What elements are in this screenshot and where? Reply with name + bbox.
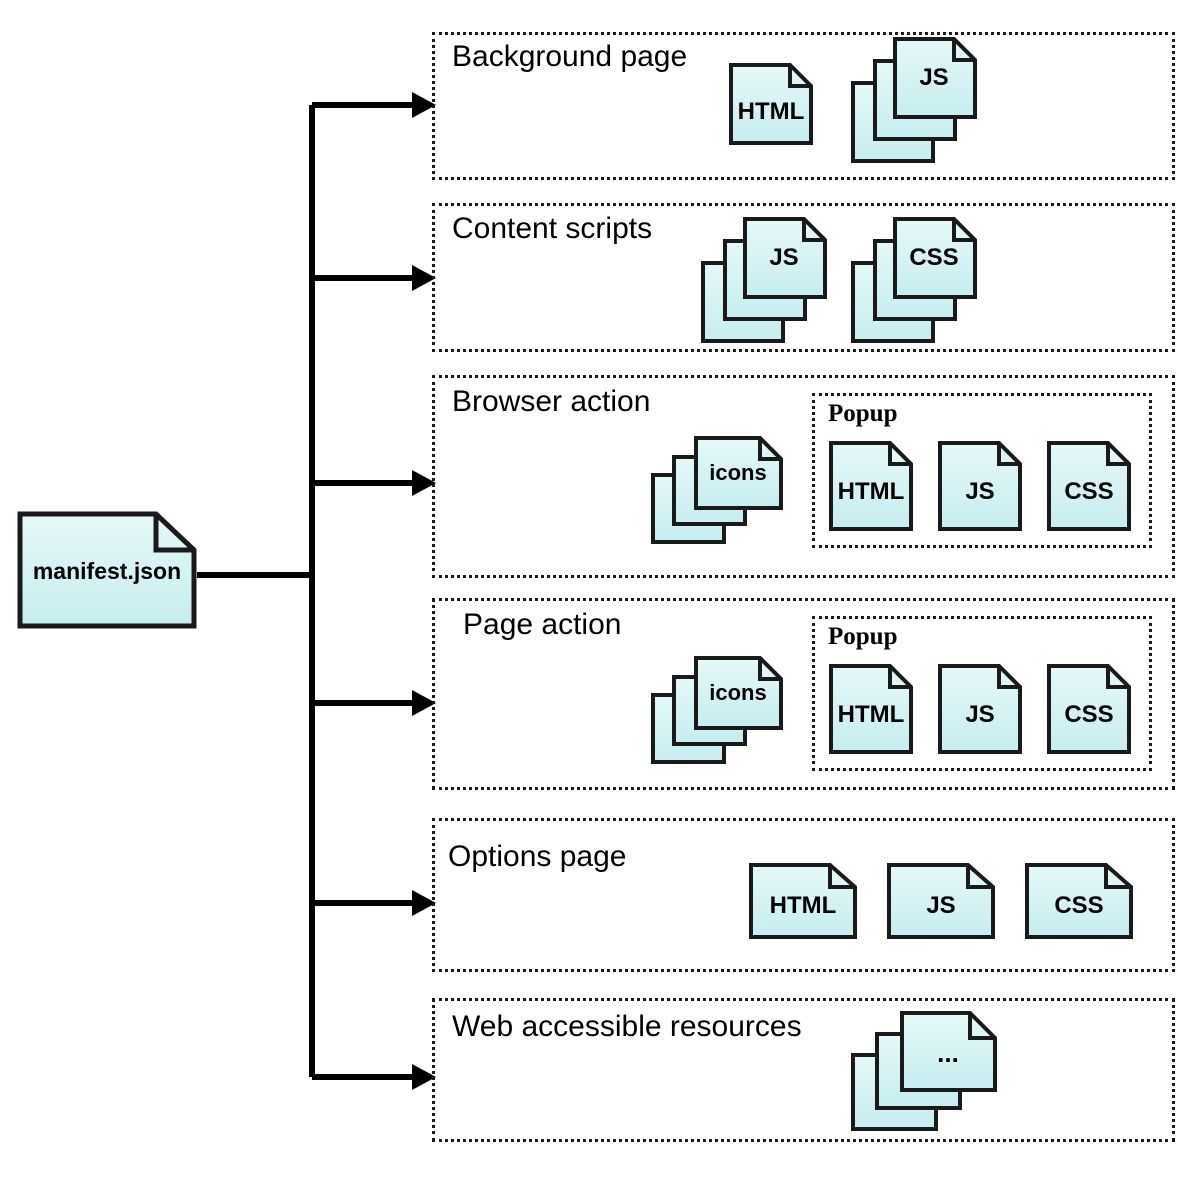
popup-title-page-action: Popup [828, 623, 898, 650]
section-options-page[interactable] [432, 818, 1175, 972]
file-css-icon-browser-popup[interactable]: CSS [1046, 440, 1132, 532]
file-js-icon-options[interactable]: JS [886, 862, 996, 940]
file-css-stack-icon-content[interactable]: CSS [850, 216, 980, 344]
manifest-json-label: manifest.json [32, 558, 182, 584]
popup-box-browser-action[interactable] [812, 393, 1152, 548]
file-js-stack-icon-background[interactable]: JS [850, 36, 980, 164]
file-html-icon-background[interactable]: HTML [728, 62, 814, 146]
file-icons-stack-icon [651, 436, 783, 544]
file-js-icon [938, 664, 1022, 754]
file-html-icon-browser-popup[interactable]: HTML [828, 440, 914, 532]
section-background-page[interactable] [432, 32, 1175, 180]
file-css-icon [1025, 863, 1133, 939]
file-js-icon [938, 441, 1022, 531]
file-ellipsis-stack-icon [851, 1011, 997, 1131]
file-icons-stack-icon-browser[interactable]: icons [650, 435, 790, 545]
section-title-web-accessible-resources: Web accessible resources [452, 1010, 802, 1043]
file-html-icon [829, 664, 913, 754]
section-title-content-scripts: Content scripts [452, 212, 653, 245]
section-browser-action[interactable] [432, 375, 1175, 578]
section-title-page-action: Page action [463, 608, 622, 641]
file-js-stack-icon [701, 217, 827, 343]
file-html-icon [729, 63, 813, 145]
file-html-icon-options[interactable]: HTML [748, 862, 858, 940]
section-page-action[interactable] [432, 598, 1175, 790]
file-icons-stack-icon-page[interactable]: icons [650, 655, 790, 765]
file-html-icon-page-popup[interactable]: HTML [828, 663, 914, 755]
popup-box-page-action[interactable] [812, 616, 1152, 771]
section-title-background-page: Background page [452, 40, 688, 73]
file-html-icon [749, 863, 857, 939]
section-title-browser-action: Browser action [452, 385, 651, 418]
popup-title-browser-action: Popup [828, 400, 898, 427]
section-content-scripts[interactable] [432, 203, 1175, 352]
file-html-icon [829, 441, 913, 531]
file-js-stack-icon [851, 37, 977, 163]
file-js-icon [887, 863, 995, 939]
file-js-icon-browser-popup[interactable]: JS [937, 440, 1023, 532]
file-css-icon [1047, 441, 1131, 531]
file-css-icon-options[interactable]: CSS [1024, 862, 1134, 940]
file-js-icon-page-popup[interactable]: JS [937, 663, 1023, 755]
file-ellipsis-stack-icon-web[interactable]: ... [850, 1010, 1000, 1132]
section-web-accessible-resources[interactable] [432, 998, 1175, 1142]
file-icons-stack-icon [651, 656, 783, 764]
file-css-icon [1047, 664, 1131, 754]
file-js-stack-icon-content[interactable]: JS [700, 216, 830, 344]
file-css-stack-icon [851, 217, 977, 343]
file-css-icon-page-popup[interactable]: CSS [1046, 663, 1132, 755]
document-icon [17, 511, 197, 629]
manifest-json-node[interactable]: manifest.json [16, 510, 198, 630]
section-title-options-page: Options page [448, 840, 627, 873]
